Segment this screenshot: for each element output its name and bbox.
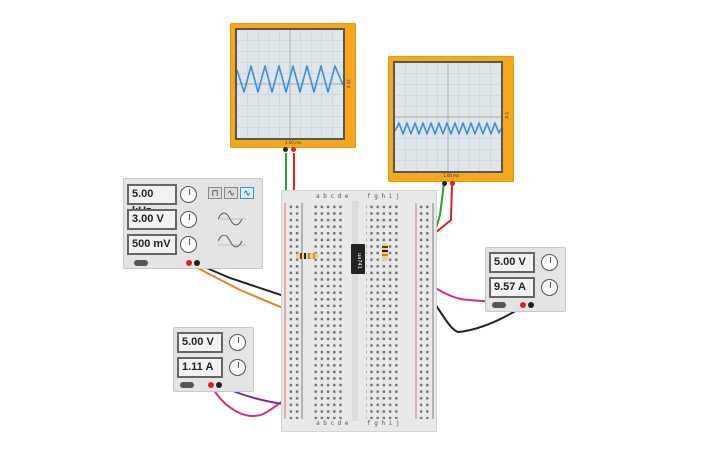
oscilloscope-2[interactable]: 5 V 1.00 ms [388,56,514,186]
fgen-terminal-neg[interactable] [194,260,200,266]
opamp-ic[interactable]: ua741 [351,244,365,274]
ps2-current-display: 9.57 A [489,277,535,298]
function-generator[interactable]: 5.00 kHz 3.00 V 500 mV ⊓ ∿ ∿ [123,178,263,269]
square-wave-button[interactable]: ⊓ [208,187,222,199]
scope1-probe-pos[interactable] [291,147,296,152]
column-labels-right-top: f g h i j [367,193,400,200]
fgen-frequency-display: 5.00 kHz [127,184,177,217]
triangle-wave-button[interactable]: ∿ [224,187,238,199]
ps2-current-knob[interactable] [541,279,558,296]
breadboard-holes [284,201,434,421]
offset-wave-icon [218,235,246,248]
column-labels-right-bottom: f g h i j [367,420,400,427]
ps1-voltage-knob[interactable] [229,334,246,351]
column-labels-left-bottom: a b c d e [316,420,349,427]
ps2-voltage-display: 5.00 V [489,252,535,273]
column-labels-left-top: a b c d e [316,193,349,200]
power-supply-2[interactable]: 5.00 V 9.57 A [485,247,566,312]
resistor-feedback[interactable] [382,243,388,261]
opamp-ic-label: ua741 [355,253,362,269]
scope1-trace-display [236,30,344,138]
ps1-current-knob[interactable] [229,359,246,376]
fgen-offset-display: 500 mV [127,234,177,255]
oscilloscope-1[interactable]: 10 V 1.00 ms [230,23,356,152]
fgen-amplitude-display: 3.00 V [127,209,177,230]
scope1-time-div: 1.00 ms [285,140,302,145]
resistor-input[interactable] [296,253,318,259]
breadboard[interactable]: a b c d e f g h i j a b c d e f g h i j [281,190,437,432]
ps1-power-toggle[interactable] [180,382,194,388]
scope1-screen [235,28,345,140]
scope2-probe-neg[interactable] [442,181,447,186]
wire-black-ps2[interactable] [426,291,528,334]
amplitude-wave-icon [218,212,246,226]
fgen-amplitude-knob[interactable] [180,211,197,228]
power-supply-1[interactable]: 5.00 V 1.11 A [173,327,254,392]
scope2-waveform [394,122,502,135]
ps2-voltage-knob[interactable] [541,254,558,271]
scope1-probe-neg[interactable] [283,147,288,152]
scope2-time-div: 1.00 ms [443,173,460,178]
scope1-waveform [236,65,344,93]
scope1-volt-div: 10 V [346,79,351,89]
scope2-probe-pos[interactable] [450,181,455,186]
scope2-screen [393,61,503,173]
ps1-terminal-pos[interactable] [208,382,214,388]
ps2-terminal-neg[interactable] [528,302,534,308]
fgen-offset-knob[interactable] [180,236,197,253]
ps1-current-display: 1.11 A [177,357,223,378]
ps1-voltage-display: 5.00 V [177,332,223,353]
scope2-volt-div: 5 V [504,112,509,119]
ps2-power-toggle[interactable] [492,302,506,308]
wire-orange-fgen[interactable] [187,262,291,312]
fgen-terminal-pos[interactable] [186,260,192,266]
sine-wave-button[interactable]: ∿ [240,187,254,199]
ps2-terminal-pos[interactable] [520,302,526,308]
fgen-frequency-knob[interactable] [180,186,197,203]
ps1-terminal-neg[interactable] [216,382,222,388]
scope2-trace-display [394,63,502,171]
fgen-power-toggle[interactable] [134,260,148,266]
